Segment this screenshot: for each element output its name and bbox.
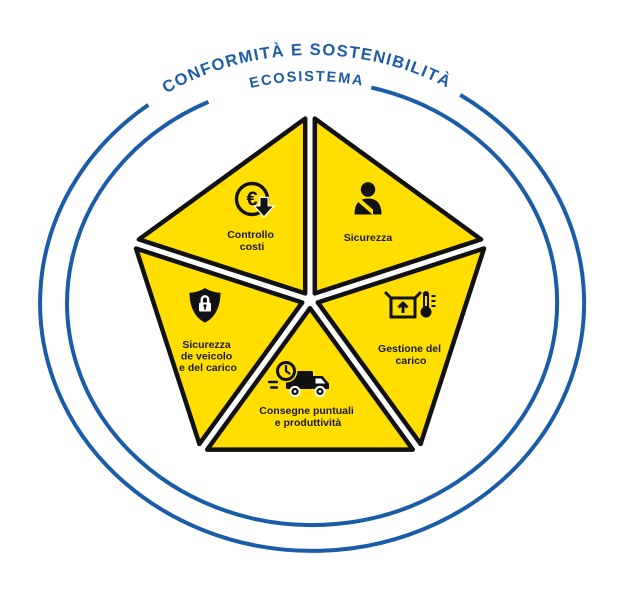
seatbelt-safety-icon <box>354 182 382 217</box>
segment-consegne-puntuali: Consegne puntuali e produttività <box>204 305 416 452</box>
gestione-del-carico-wedge-shape <box>315 246 487 447</box>
segment-controllo-costi: € Controllo costi <box>136 116 308 296</box>
inner-ring-label-text: ECOSISTEMA <box>248 69 366 92</box>
inner-ring-arc <box>65 85 560 528</box>
euro-cost-reduction-icon: € <box>234 181 276 218</box>
sicurezza-wedge-shape <box>312 116 484 296</box>
outer-ring-arc <box>38 93 587 553</box>
gestione-del-carico-label: Gestione del carico <box>378 343 444 367</box>
euro-glyph: € <box>246 189 257 211</box>
controllo-costi-label: Controllo costi <box>227 229 277 253</box>
segment-sicurezza-veicolo-carico: Sicurezza de veicolo e del carico <box>133 246 305 447</box>
sicurezza-veicolo-carico-wedge-shape <box>133 246 305 447</box>
segment-gestione-del-carico: Gestione del carico <box>315 246 487 447</box>
delivery-truck-clock-icon <box>267 359 329 398</box>
sicurezza-label: Sicurezza <box>344 232 393 244</box>
consegne-puntuali-label: Consegne puntuali e produttività <box>259 405 356 429</box>
shield-lock-icon <box>189 288 221 323</box>
outer-ring-label-text: CONFORMITÀ E SOSTENIBILITÀ <box>159 41 454 97</box>
segment-sicurezza: Sicurezza <box>312 116 484 296</box>
controllo-costi-wedge-shape <box>136 116 308 296</box>
sicurezza-veicolo-carico-label: Sicurezza de veicolo e del carico <box>179 339 237 374</box>
outer-ring-label: CONFORMITÀ E SOSTENIBILITÀ <box>159 41 453 97</box>
inner-ring-label: ECOSISTEMA <box>248 69 364 92</box>
cargo-box-thermometer-icon <box>384 291 436 319</box>
